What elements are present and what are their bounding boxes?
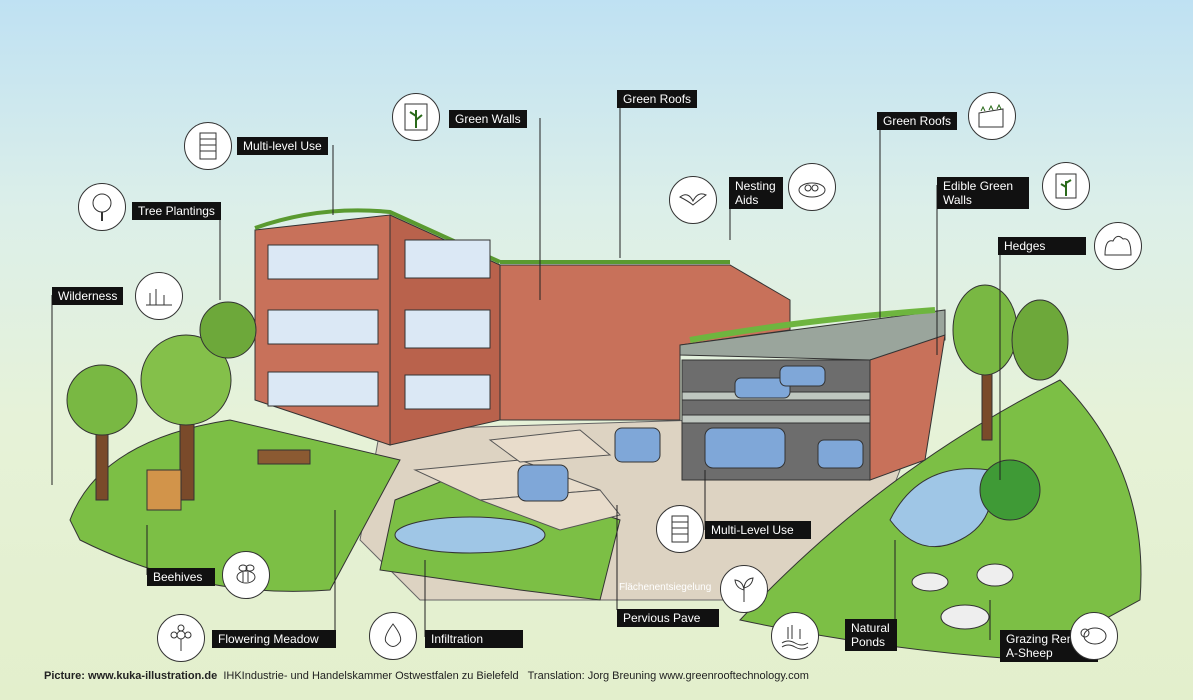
multi-level-icon <box>184 122 232 170</box>
infiltration-pond <box>394 516 546 554</box>
wilderness-icon <box>135 272 183 320</box>
sheep <box>976 563 1014 587</box>
label-nesting-aids: Nesting Aids <box>729 177 783 209</box>
green-roof-icon <box>968 92 1016 140</box>
car <box>734 377 791 399</box>
label-natural-ponds: Natural Ponds <box>845 619 897 651</box>
label-flowering-meadow: Flowering Meadow <box>212 630 336 648</box>
label-hedges: Hedges <box>998 237 1086 255</box>
green-wall-icon <box>392 93 440 141</box>
label-wilderness: Wilderness <box>52 287 124 305</box>
water-drop-icon <box>369 612 417 660</box>
pond-icon <box>771 612 819 660</box>
flower-icon <box>157 614 205 662</box>
footer-credits: Picture: www.kuka-illustration.de IHKInd… <box>44 670 809 682</box>
tree-icon <box>78 183 126 231</box>
ihk-credit: IHKIndustrie- und Handelskammer Ostwestf… <box>223 670 519 682</box>
label-green-roofs-right: Green Roofs <box>877 112 958 130</box>
hedge-icon <box>1094 222 1142 270</box>
label-green-walls: Green Walls <box>449 110 527 128</box>
picture-credit: Picture: www.kuka-illustration.de <box>44 670 218 682</box>
nest-icon <box>788 163 836 211</box>
label-beehives: Beehives <box>147 568 215 586</box>
sheep <box>911 572 949 592</box>
edible-wall-icon <box>1042 162 1090 210</box>
bird-icon <box>669 176 717 224</box>
sprout-icon <box>720 565 768 613</box>
label-flaechenentsiegelung: Flächenentsiegelung <box>619 582 712 593</box>
label-tree-plantings: Tree Plantings <box>132 202 221 220</box>
sheep-icon <box>1070 612 1118 660</box>
multi-level-icon <box>656 505 704 553</box>
translation-credit: Translation: Jorg Breuning www.greenroof… <box>527 670 809 682</box>
bee-icon <box>222 551 270 599</box>
label-green-roofs-center: Green Roofs <box>617 90 698 108</box>
car <box>704 427 786 469</box>
hedge <box>979 459 1041 521</box>
car <box>817 439 864 469</box>
label-edible-green-walls: Edible Green Walls <box>937 177 1029 209</box>
bench <box>257 449 311 465</box>
car <box>517 464 569 502</box>
car <box>614 427 661 463</box>
beehive <box>146 469 182 511</box>
label-infiltration: Infiltration <box>425 630 523 648</box>
label-pervious-pave: Pervious Pave <box>617 609 719 627</box>
label-multi-level-use-top: Multi-level Use <box>237 137 328 155</box>
label-multi-level-use-bottom: Multi-Level Use <box>705 521 811 539</box>
car <box>779 365 826 387</box>
sheep <box>940 604 990 630</box>
